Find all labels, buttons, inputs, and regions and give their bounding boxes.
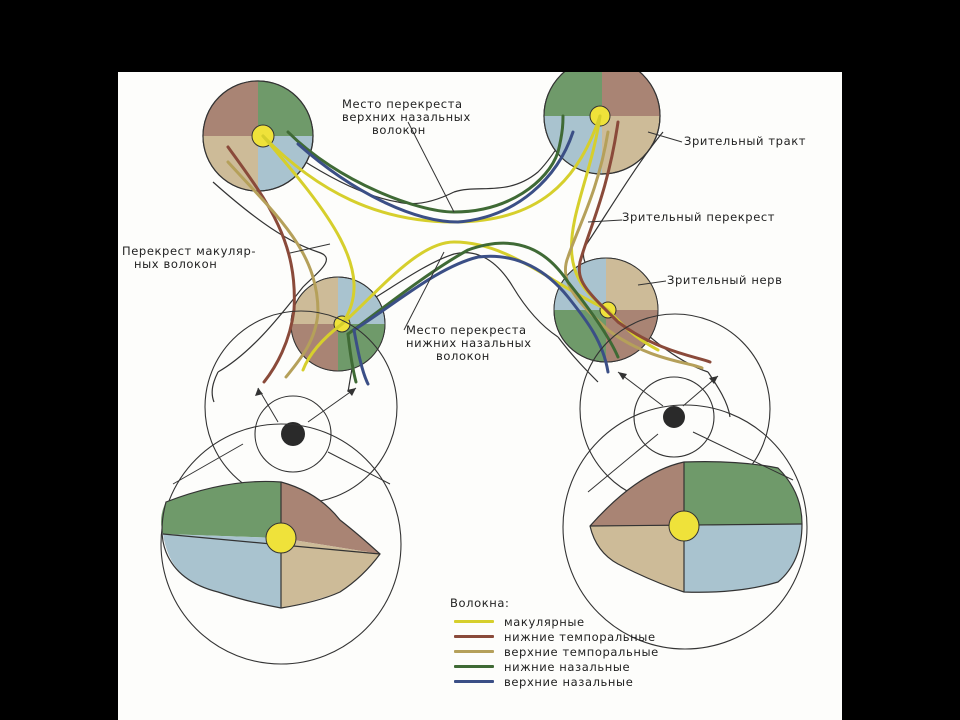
legend-swatch — [454, 680, 494, 683]
visual-pathway-diagram — [160, 72, 808, 665]
legend-label: нижние назальные — [504, 659, 631, 674]
upper-crossing-label-line3: волокон — [372, 123, 426, 137]
optic-tract-label: Зрительный тракт — [684, 134, 807, 148]
left-retina-field — [160, 423, 402, 665]
lower-crossing-label-line3: волокон — [436, 349, 490, 363]
right-tract-cross-section — [543, 72, 661, 175]
optic-chiasm-label: Зрительный перекрест — [622, 210, 776, 224]
optic-nerve-label: Зрительный нерв — [667, 273, 783, 287]
macular-crossing-label-line1: Перекрест макуляр- — [122, 244, 257, 258]
legend-item: нижние темпоральные — [454, 629, 656, 644]
macular-crossing-label: Перекрест макуляр- ных волокон — [122, 245, 256, 271]
left-nerve-cross-section — [290, 276, 386, 372]
legend-label: верхние темпоральные — [504, 644, 659, 659]
legend-swatch — [454, 650, 494, 653]
legend-label: нижние темпоральные — [504, 629, 656, 644]
label-leaders — [289, 121, 683, 331]
slide: Место перекреста верхних назальных волок… — [118, 72, 842, 720]
upper-crossing-label-line1: Место перекреста — [342, 97, 463, 111]
legend-label: верхние назальные — [504, 674, 634, 689]
lower-crossing-label-line1: Место перекреста — [406, 323, 527, 337]
right-retina-field — [562, 404, 808, 650]
legend-item: нижние назальные — [454, 659, 630, 674]
fiber-paths — [226, 114, 712, 386]
lower-crossing-label-line2: нижних назальных — [406, 336, 532, 350]
legend-item: макулярные — [454, 614, 585, 629]
lower-crossing-label: Место перекреста нижних назальных волоко… — [406, 324, 532, 363]
macular-crossing-label-line2: ных волокон — [134, 257, 218, 271]
legend-swatch — [454, 635, 494, 638]
legend-swatch — [454, 620, 494, 623]
legend-item: верхние темпоральные — [454, 644, 659, 659]
legend-label: макулярные — [504, 614, 585, 629]
legend-title: Волокна: — [450, 596, 510, 610]
legend-item: верхние назальные — [454, 674, 633, 689]
upper-crossing-label-line2: верхних назальных — [342, 110, 471, 124]
legend-swatch — [454, 665, 494, 668]
upper-crossing-label: Место перекреста верхних назальных волок… — [342, 98, 471, 137]
